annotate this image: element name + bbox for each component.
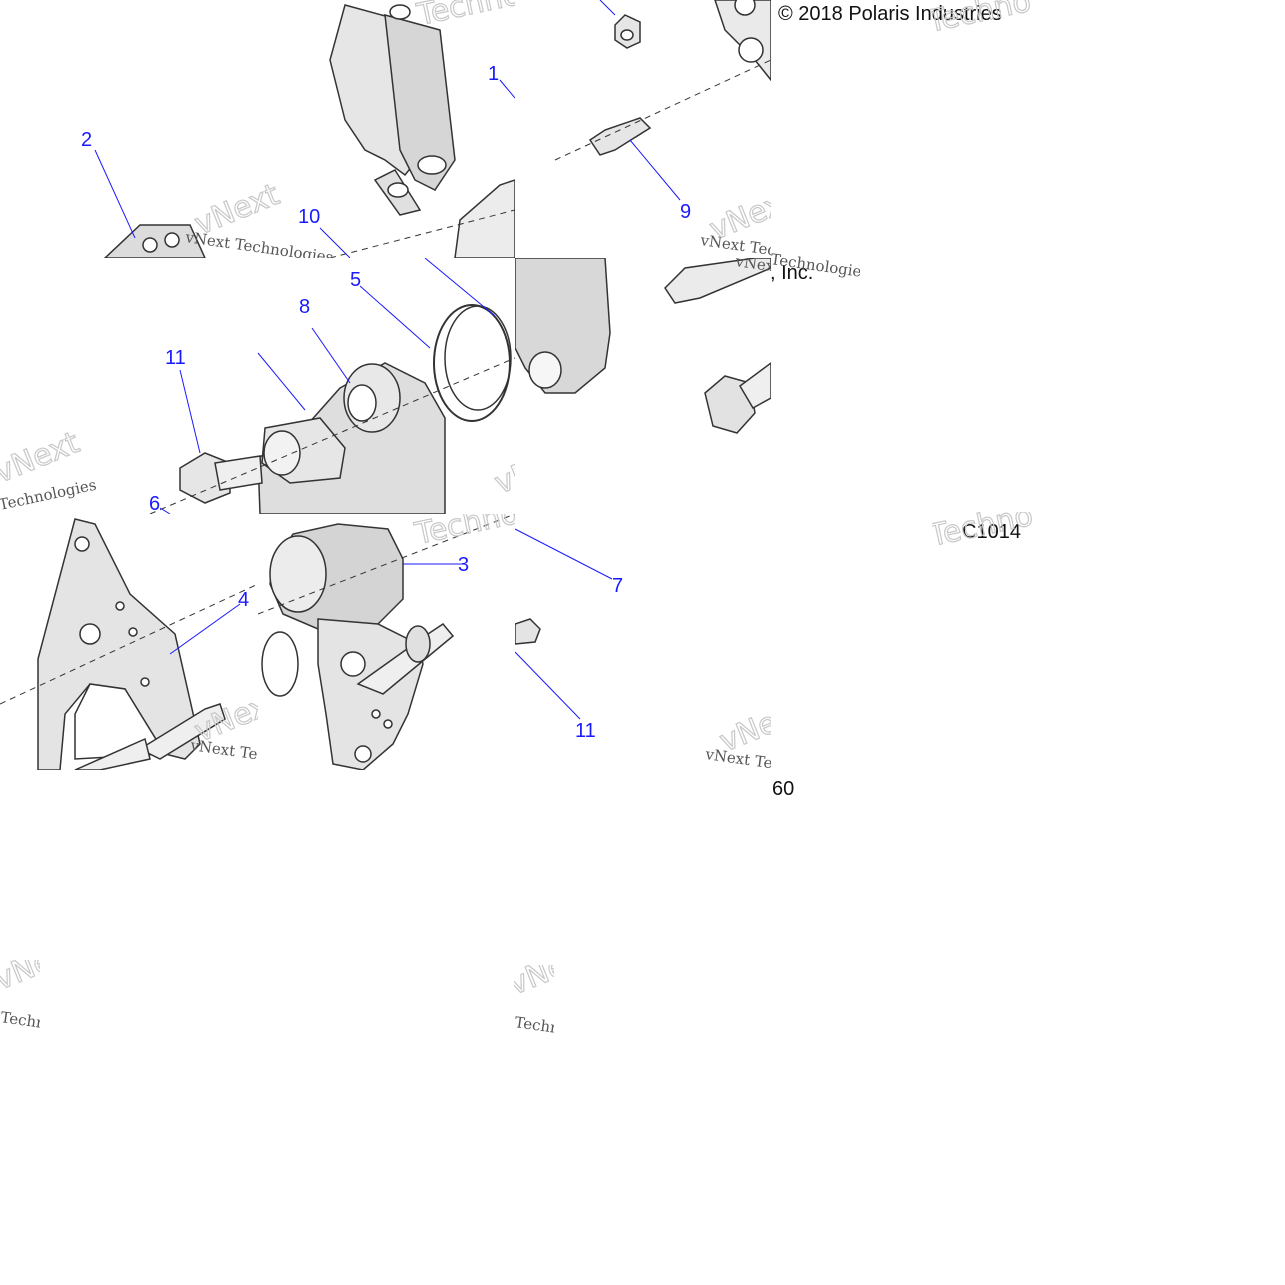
- callout-1: 1: [488, 63, 499, 85]
- watermark-text-2: vNext Technologies: [698, 231, 771, 258]
- watermark-brand-4: vNext: [490, 436, 515, 501]
- copyright-suffix: , Inc.: [770, 262, 814, 284]
- watermark-fragment-word-2: Technologies: [514, 1013, 554, 1045]
- slide-pin: [664, 258, 771, 304]
- page-number: 60: [772, 778, 795, 800]
- copyright-text: © 2018 Polaris Industries: [778, 3, 1002, 25]
- brake-pad-inner: [384, 13, 456, 191]
- watermark-fragment-word: Technologies: [0, 1008, 40, 1040]
- bleeder-drawing: 9 vNext Technologies vNext: [554, 0, 771, 258]
- watermark-corner-2: Technologies: [932, 512, 1032, 552]
- watermark-brand-6: vNext: [715, 694, 771, 759]
- watermark-fragment-2: vNext Technologies: [514, 965, 554, 1045]
- watermark-mid-right-word: Technologies: [770, 250, 860, 280]
- callout-6: 6: [149, 493, 160, 514]
- pin-drawing: 7 11 vNext Technologies vNext: [515, 528, 771, 770]
- watermark-fragment-1: vNext Technologies: [0, 960, 40, 1040]
- tile-pin: 7 11 vNext Technologies vNext: [515, 514, 771, 770]
- watermark-corner-word: Technologies: [930, 0, 1030, 40]
- watermark-text-6: vNext Technologies: [703, 745, 771, 770]
- watermark-brand-3: vNext: [0, 425, 84, 490]
- callout-2: 2: [81, 129, 92, 151]
- pin: [138, 703, 226, 760]
- callout-9: 9: [680, 201, 691, 223]
- callout-11b: 11: [575, 720, 596, 742]
- watermark-fragment-brand-2: vNext: [514, 965, 554, 1002]
- watermark-brand: vNext: [190, 177, 285, 242]
- watermark-fragment-brand: vNext: [0, 960, 40, 997]
- callout-5: 5: [350, 269, 361, 291]
- figure-code: C1014: [962, 521, 1021, 543]
- watermark-corner: Technologies: [930, 0, 1030, 40]
- bleeder-screw: [588, 117, 652, 156]
- tile-brake-pads: 2 10 1 vNext Technologies vNext Technolo…: [0, 0, 515, 258]
- callout-3: 3: [458, 554, 469, 576]
- tile-caliper-arm: vNext Technologies: [515, 258, 771, 514]
- small-pin: [515, 618, 541, 645]
- piston-seal: [433, 304, 511, 422]
- watermark-brand-2: vNext: [705, 182, 771, 247]
- tile-piston: 3 Technologies: [258, 514, 515, 770]
- watermark-corner-word-2: Technologies: [932, 512, 1032, 552]
- pistons-drawing: 11 8 5 6 Technologies vNext vNext: [0, 258, 515, 514]
- watermark-text: vNext Technologies: [183, 228, 334, 258]
- watermark-mid-right: Technologies: [770, 250, 860, 280]
- tile-bleeder: 9 vNext Technologies vNext: [515, 0, 771, 258]
- watermark-text-3: Technologies: [0, 476, 98, 514]
- callout-8: 8: [299, 296, 310, 318]
- tile-pistons: 11 8 5 6 Technologies vNext vNext: [0, 258, 515, 514]
- watermark-word-2: Technologies: [411, 514, 515, 552]
- callout-7: 7: [612, 575, 623, 597]
- tile-bracket: 4 vNext Technologies vNext: [0, 514, 258, 770]
- bracket-drawing: 4 vNext Technologies vNext: [0, 518, 258, 770]
- brake-pads-drawing: 2 10 1 vNext Technologies vNext Technolo…: [81, 0, 515, 258]
- callout-11: 11: [165, 347, 186, 369]
- piston-drawing: 3 Technologies: [258, 514, 515, 770]
- caliper-arm-drawing: vNext Technologies: [515, 258, 771, 434]
- callout-10: 10: [298, 206, 320, 228]
